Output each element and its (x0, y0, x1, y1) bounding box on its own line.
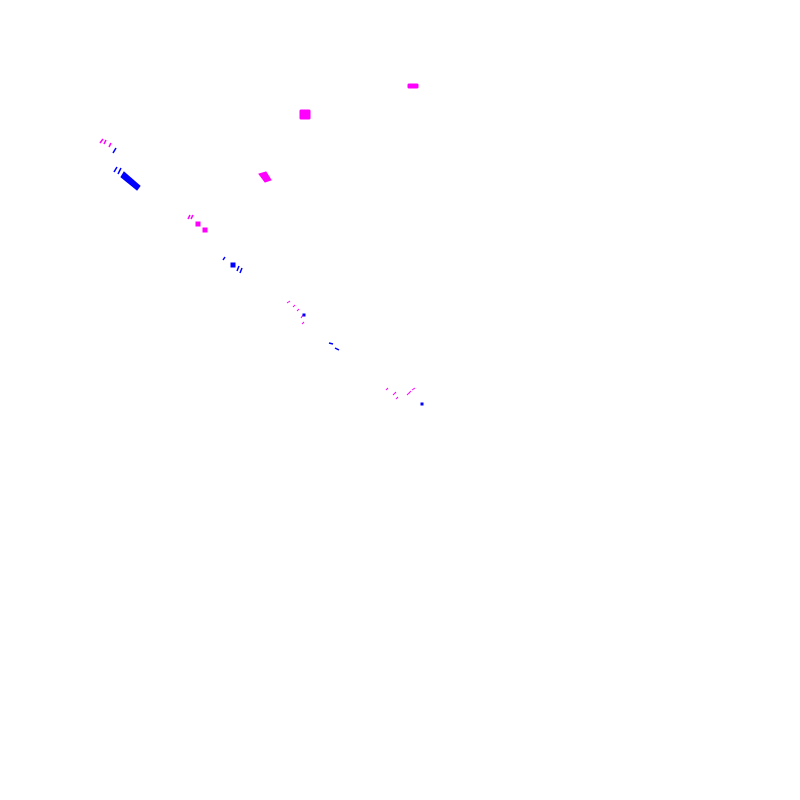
fragment (113, 166, 118, 173)
fragment (328, 342, 334, 345)
fragment (117, 167, 122, 175)
fragment (202, 227, 208, 233)
fragment (420, 402, 424, 406)
fragment (301, 321, 305, 325)
fragment (296, 308, 300, 312)
fragment (407, 83, 419, 89)
fragment (299, 109, 311, 120)
magenta-fragments (99, 83, 419, 400)
fragment (120, 171, 141, 191)
fragment (258, 171, 272, 183)
fragment (103, 139, 107, 145)
fragment (406, 390, 412, 396)
fragment (392, 391, 397, 396)
fragment (112, 147, 117, 154)
fragment (302, 313, 306, 317)
fragment (99, 138, 104, 144)
blue-fragments (112, 147, 424, 406)
fragment (236, 265, 240, 272)
fragment (190, 214, 194, 220)
fragment (222, 256, 226, 261)
fragment (286, 300, 291, 304)
fragment (108, 142, 112, 148)
fragment (195, 221, 201, 227)
fragment (239, 267, 243, 274)
fragment (230, 262, 236, 268)
fragment (385, 387, 389, 391)
fragment (334, 347, 340, 351)
fragment (292, 304, 296, 308)
fragment (411, 387, 416, 391)
fragment (187, 214, 191, 220)
fragment (395, 396, 399, 400)
